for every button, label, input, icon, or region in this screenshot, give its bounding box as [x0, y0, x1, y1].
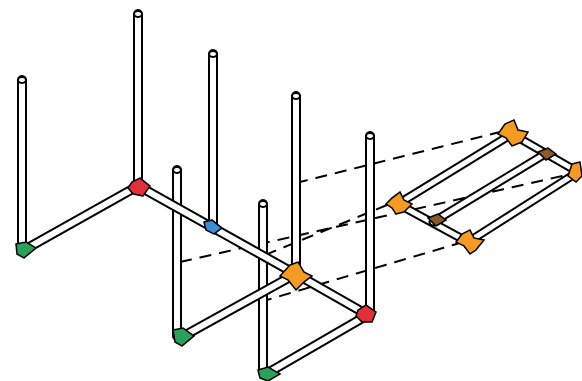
orange-cross-connector-panel-right — [567, 161, 582, 183]
brown-coupling-connector-panel-right — [536, 147, 558, 161]
panel-pipe — [428, 149, 550, 227]
frame-connectors — [15, 177, 377, 381]
green-elbow-connector-middle — [172, 327, 196, 347]
blue-coupling-connector — [203, 219, 224, 235]
detail-connectors — [384, 118, 582, 256]
guide-line-top — [295, 131, 501, 184]
panel-pipe — [393, 129, 517, 209]
green-elbow-connector-front — [257, 366, 282, 381]
green-elbow-connector-left — [15, 241, 38, 259]
pipe-end-cap — [365, 132, 375, 140]
horizontal-pipe — [19, 181, 143, 255]
horizontal-pipe — [291, 269, 371, 319]
guide-line-upper-mid — [264, 202, 393, 256]
pipe-end-cap — [133, 10, 143, 18]
red-tee-connector-bottom — [355, 304, 377, 323]
red-tee-connector-top — [127, 177, 152, 197]
pipe-end-cap — [208, 50, 218, 58]
horizontal-pipes — [19, 181, 371, 379]
pipe-end-cap — [291, 92, 301, 100]
orange-cross-connector — [278, 261, 314, 292]
pipe-end-cap — [17, 76, 27, 84]
orange-cross-connector-panel-top — [496, 118, 530, 147]
pipe-end-cap — [258, 200, 268, 208]
pipe-end-cap — [172, 166, 182, 174]
panel-pipe — [463, 167, 582, 247]
uprights — [17, 9, 375, 378]
guide-lines — [179, 131, 581, 303]
orange-cross-connector-panel-left — [384, 190, 414, 215]
brown-coupling-connector-panel-left — [426, 213, 448, 227]
horizontal-pipe — [261, 311, 371, 379]
horizontal-pipe — [175, 271, 297, 343]
orange-cross-connector-panel-bottom — [454, 228, 486, 256]
